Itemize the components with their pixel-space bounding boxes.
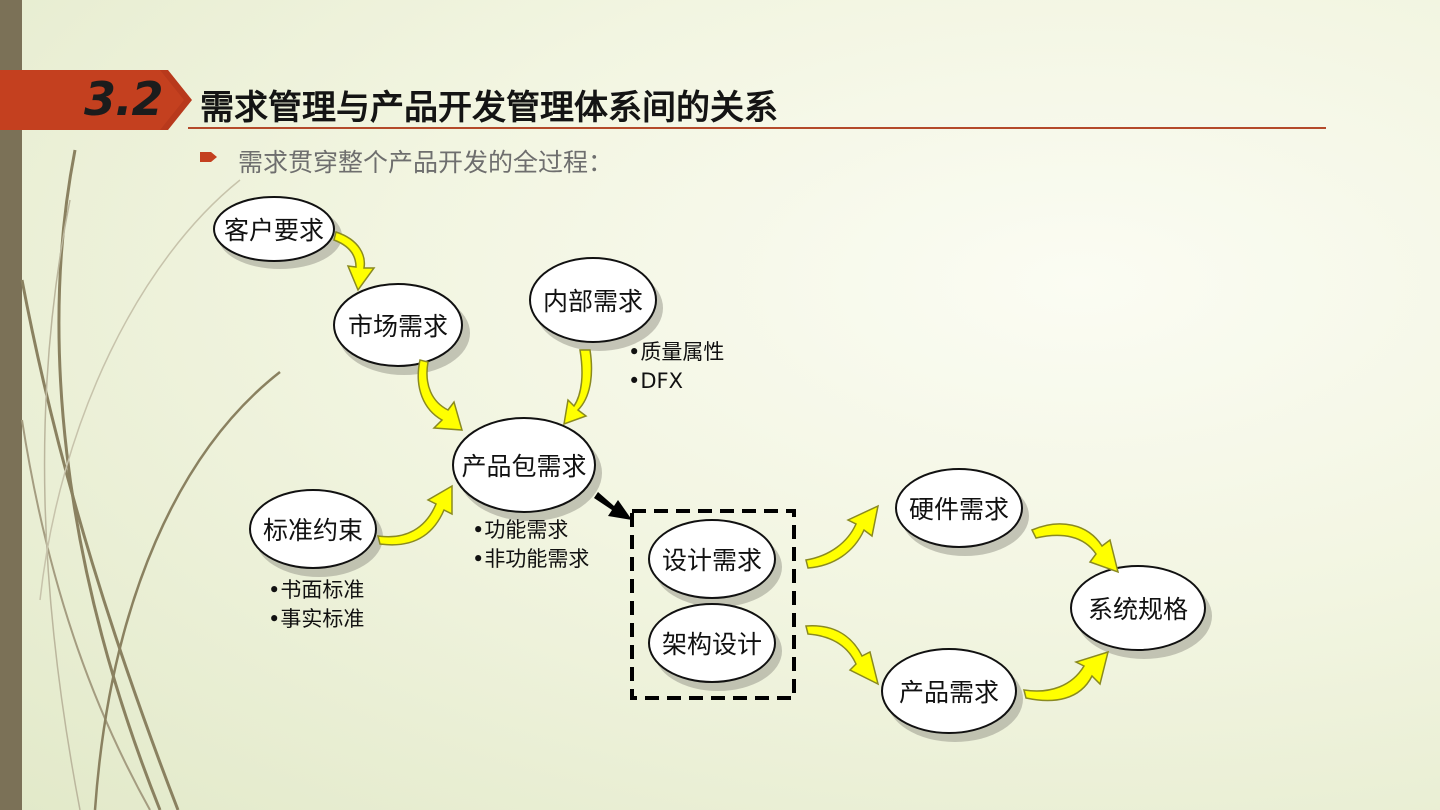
node-internal (529, 257, 663, 351)
label-package: 产品包需求 (461, 452, 587, 481)
note-package: •功能需求 •非功能需求 (472, 516, 589, 574)
slide-title: 需求管理与产品开发管理体系间的关系 (200, 88, 778, 128)
design-group-box (630, 509, 796, 700)
title-underline (188, 127, 1326, 129)
arrow-product-system (1022, 650, 1110, 702)
note-package-2: •非功能需求 (472, 547, 590, 571)
label-internal: 内部需求 (542, 287, 644, 316)
label-market: 市场需求 (347, 312, 449, 341)
arrow-standard-package (377, 484, 453, 546)
arrow-hardware-system (1030, 523, 1120, 574)
note-internal-1: •质量属性 (628, 340, 725, 364)
node-product (881, 648, 1023, 742)
subtitle: 需求贯穿整个产品开发的全过程： (238, 148, 614, 177)
section-number: 3.2 (84, 72, 163, 126)
node-system-spec (1070, 565, 1212, 659)
bullet-arrow-icon (200, 152, 217, 162)
node-design-req (648, 519, 782, 607)
node-package (452, 417, 602, 521)
arrow-design-hardware (805, 504, 880, 569)
arrow-package-design (594, 492, 632, 520)
note-internal-2: •DFX (628, 369, 684, 393)
note-package-1: •功能需求 (472, 518, 569, 542)
node-customer (213, 196, 342, 269)
label-product: 产品需求 (898, 678, 1000, 707)
node-hardware (895, 468, 1029, 556)
left-decor-bar (0, 0, 22, 810)
node-architecture (648, 603, 782, 691)
note-standard-2: •事实标准 (268, 607, 365, 631)
label-hardware: 硬件需求 (908, 495, 1010, 524)
label-customer: 客户要求 (223, 216, 325, 245)
arrow-customer-market (333, 231, 376, 292)
label-standard: 标准约束 (262, 516, 364, 545)
arrow-market-package (417, 359, 464, 431)
note-standard-1: •书面标准 (268, 578, 365, 602)
note-internal: •质量属性 •DFX (628, 338, 724, 396)
label-architecture: 架构设计 (661, 630, 763, 659)
arrow-architecture-product (805, 625, 880, 686)
arrow-internal-package (563, 349, 593, 426)
title-band (0, 70, 192, 130)
node-standard (249, 489, 383, 577)
node-market (333, 283, 470, 375)
label-design-req: 设计需求 (661, 546, 763, 575)
flow-arrows (333, 231, 1120, 702)
label-system-spec: 系统规格 (1087, 595, 1189, 624)
note-standard: •书面标准 •事实标准 (268, 576, 364, 634)
